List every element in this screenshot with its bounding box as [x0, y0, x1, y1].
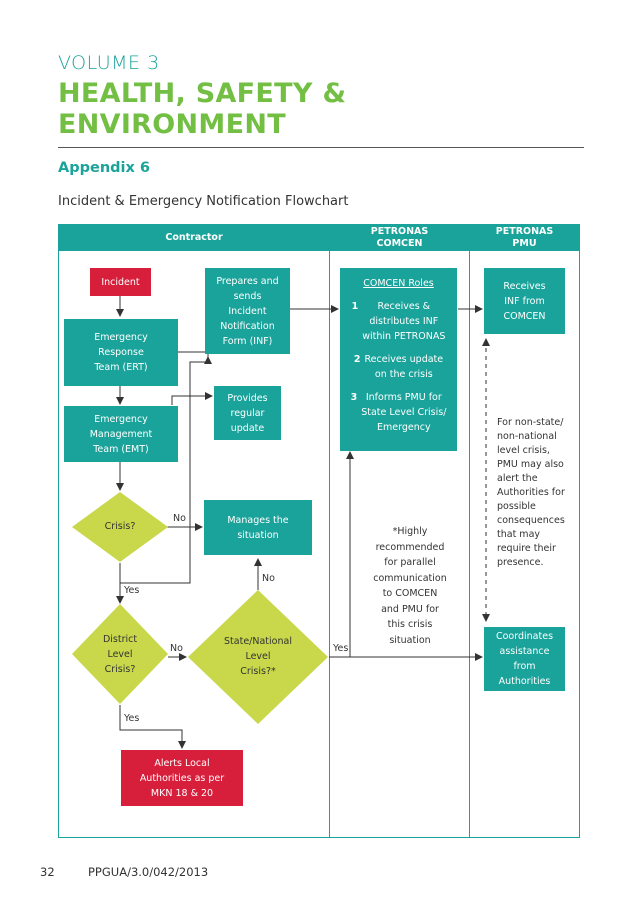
title-line-1: HEALTH, SAFETY &	[58, 78, 347, 109]
label-no-crisis: No	[173, 513, 186, 524]
provides-update-box: Provides regular update	[214, 386, 281, 440]
ert-box: Emergency Response Team (ERT)	[64, 319, 178, 386]
manages-situation-box: Manages the situation	[204, 500, 312, 555]
role-number-1: 1	[351, 301, 359, 312]
pmu-receives-box: Receives INF from COMCEN	[484, 268, 565, 334]
district-diamond	[72, 604, 168, 704]
label-yes-state: Yes	[333, 643, 349, 654]
non-state-note: For non-state/ non-national level crisis…	[497, 417, 565, 568]
column-header-pmu: PETRONAS PMU	[470, 225, 579, 251]
header-divider	[58, 147, 584, 148]
comcen-roles-title: COMCEN Roles	[363, 278, 434, 289]
document-code: PPGUA/3.0/042/2013	[88, 865, 209, 879]
appendix-label: Appendix 6	[58, 160, 150, 176]
page-number: 32	[40, 865, 55, 879]
incident-box: Incident	[90, 268, 151, 296]
comcen-role-2: Receives update on the crisis	[364, 354, 444, 380]
label-yes-district: Yes	[124, 713, 140, 724]
state-diamond	[188, 590, 328, 724]
comcen-role-3: Informs PMU for State Level Crisis/ Emer…	[361, 392, 447, 433]
prepares-inf-box: Prepares and sends Incident Notification…	[205, 268, 290, 354]
arrow-district-alerts	[119, 705, 186, 749]
district-question: District Level Crisis?	[102, 634, 138, 675]
emt-box: Emergency Management Team (EMT)	[64, 406, 178, 462]
comcen-roles-box: COMCEN Roles 1 Receives & distributes IN…	[340, 268, 457, 451]
role-number-2: 2	[353, 354, 361, 365]
crisis-diamond	[72, 492, 168, 562]
crisis-question: Crisis?	[104, 521, 136, 532]
pmu-coordinates-box: Coordinates assistance from Authorities	[484, 627, 565, 691]
line-yes-up	[120, 560, 191, 584]
label-no-state: No	[262, 573, 275, 584]
arrow-to-prepares	[189, 356, 212, 560]
label-yes-crisis: Yes	[124, 585, 140, 596]
flowchart-subtitle: Incident & Emergency Notification Flowch…	[58, 194, 349, 209]
column-header-contractor: Contractor	[59, 225, 329, 251]
volume-label: VOLUME 3	[58, 52, 160, 74]
state-question: State/National Level Crisis?*	[224, 636, 292, 677]
arrow-emt-provides	[171, 392, 213, 405]
role-number-3: 3	[350, 392, 358, 403]
line-ert-prepares	[178, 351, 209, 359]
flowchart-frame	[58, 224, 580, 838]
title-line-2: ENVIRONMENT	[58, 109, 286, 140]
label-no-district: No	[170, 643, 183, 654]
parallel-communication-note: *Highly recommended for parallel communi…	[373, 526, 447, 646]
comcen-role-1: Receives & distributes INF within PETRON…	[362, 301, 446, 342]
column-header-comcen: PETRONAS COMCEN	[330, 225, 469, 251]
document-title: HEALTH, SAFETY & ENVIRONMENT	[58, 78, 346, 140]
alerts-authorities-box: Alerts Local Authorities as per MKN 18 &…	[121, 750, 243, 806]
